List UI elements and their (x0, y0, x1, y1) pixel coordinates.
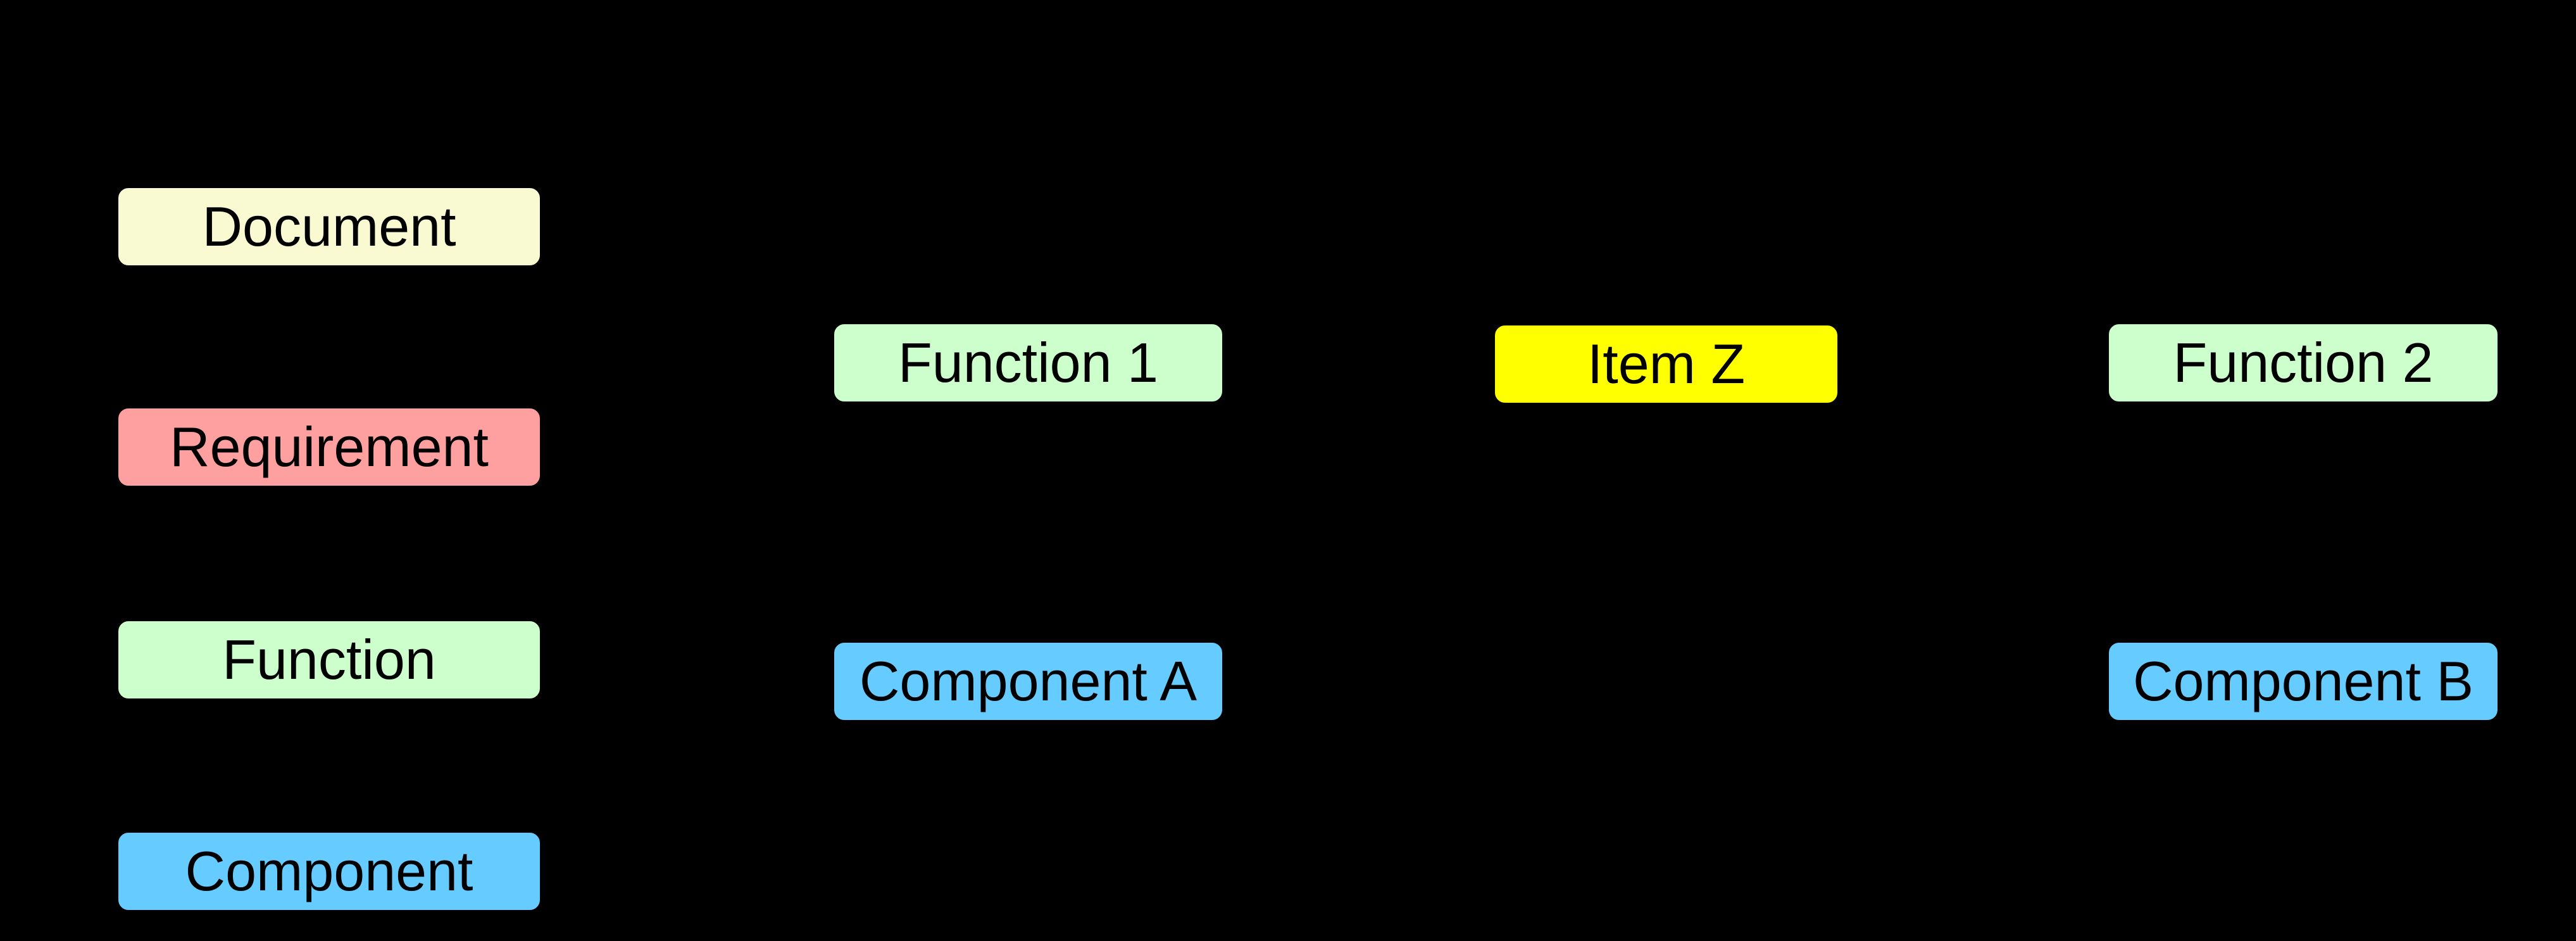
node-component-a-label: Component A (859, 650, 1197, 712)
node-item-z: Item Z (1494, 324, 1839, 404)
legend-item-function: Function (117, 620, 541, 700)
node-component-b: Component B (2108, 641, 2499, 721)
legend-item-requirement: Requirement (117, 407, 541, 487)
legend-item-document-label: Document (202, 195, 456, 258)
node-function-2-label: Function 2 (2173, 331, 2434, 394)
legend-item-function-label: Function (222, 628, 436, 691)
node-component-b-label: Component B (2132, 650, 2474, 712)
node-function-1-label: Function 1 (898, 331, 1158, 394)
node-function-2: Function 2 (2108, 323, 2499, 403)
legend-item-document: Document (117, 187, 541, 267)
node-component-a: Component A (833, 641, 1223, 721)
legend-item-requirement-label: Requirement (170, 415, 489, 478)
legend-item-component-label: Component (185, 840, 473, 902)
legend-item-component: Component (117, 831, 541, 911)
node-item-z-label: Item Z (1587, 332, 1746, 395)
node-function-1: Function 1 (833, 323, 1223, 403)
